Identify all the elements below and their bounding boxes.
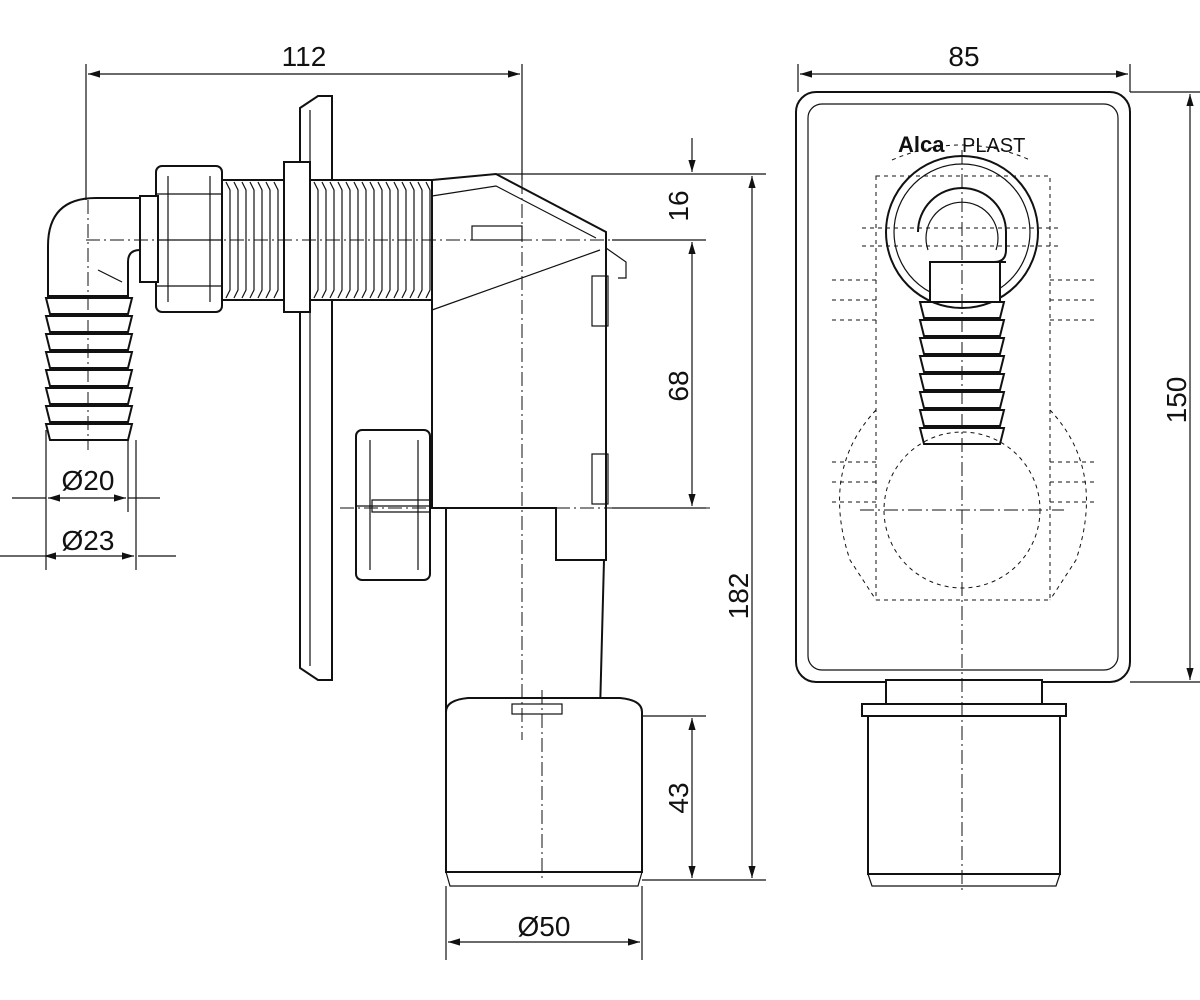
trap-housing — [431, 172, 627, 561]
front-view: Alca PLAST — [795, 91, 1131, 890]
dim-height-total: 182 — [723, 573, 754, 620]
dim-outlet: Ø50 — [518, 911, 571, 942]
inlet-ring — [885, 155, 1039, 309]
dim-width-front: 85 — [948, 41, 979, 72]
dim-height-mid: 68 — [663, 370, 694, 401]
brand-name-bold: Alca — [898, 132, 945, 157]
dim-height-front: 150 — [1161, 377, 1192, 424]
front-outlet — [861, 679, 1067, 887]
dim-height-top: 16 — [663, 190, 694, 221]
side-view — [44, 95, 710, 887]
cover-plate — [795, 91, 1131, 683]
wall-plate — [299, 95, 333, 681]
dim-width-side: 112 — [282, 41, 327, 72]
elbow-connector — [47, 195, 159, 297]
union-nut — [155, 165, 223, 313]
threaded-body — [219, 161, 433, 313]
front-hose-barbs — [918, 301, 1006, 445]
dim-hose-outer: Ø23 — [62, 525, 115, 556]
dim-height-bottom: 43 — [663, 782, 694, 813]
dim-hose-inner: Ø20 — [62, 465, 115, 496]
side-union-nut — [355, 429, 431, 581]
hose-barbs — [44, 297, 134, 441]
dimension-lines: 112 85 16 68 43 182 150 Ø20 Ø23 — [0, 41, 1200, 960]
outlet-pipe — [445, 697, 643, 887]
brand-name-light: PLAST — [962, 135, 1025, 157]
